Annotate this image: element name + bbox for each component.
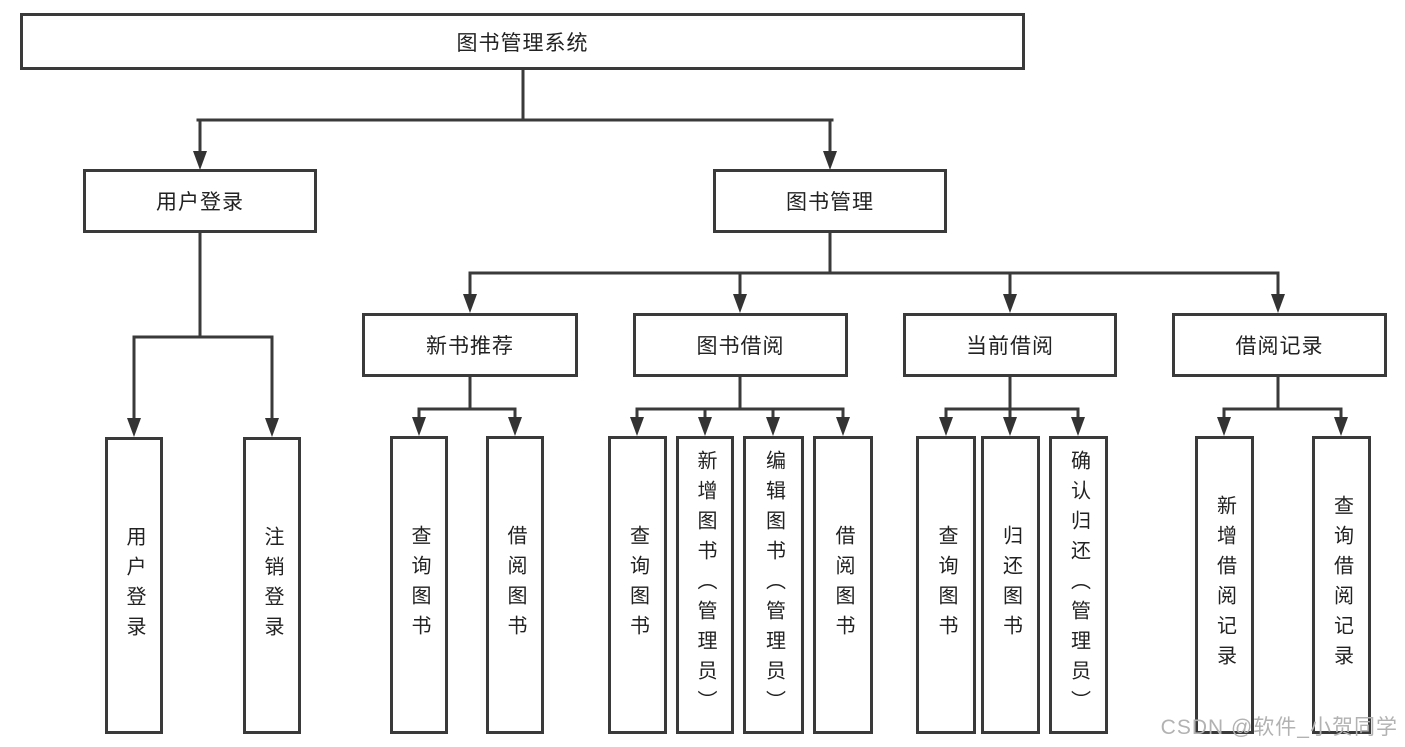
csdn-watermark: CSDN @软件_小贺同学 xyxy=(1160,716,1398,739)
leaf-borrow-books-label: 借阅图书 xyxy=(832,525,854,645)
leaf-logout: 注销登录 xyxy=(243,437,301,734)
leaf-query-books-borrow: 查询图书 xyxy=(608,436,667,734)
leaf-query-books-recommend: 查询图书 xyxy=(390,436,448,734)
leaf-return-books-label: 归还图书 xyxy=(999,525,1022,645)
leaf-edit-books-admin: 编辑图书（管理员） xyxy=(743,436,804,734)
leaf-query-books-current: 查询图书 xyxy=(916,436,976,734)
leaf-borrow-books-recommend-label: 借阅图书 xyxy=(504,525,526,645)
leaf-add-borrow-record-label: 新增借阅记录 xyxy=(1213,495,1236,675)
node-book-borrow-label: 图书借阅 xyxy=(696,335,785,358)
leaf-return-books: 归还图书 xyxy=(981,436,1040,734)
node-user-login-label: 用户登录 xyxy=(156,191,244,214)
leaf-add-books-admin: 新增图书（管理员） xyxy=(676,436,734,734)
leaf-edit-books-admin-label: 编辑图书（管理员） xyxy=(762,450,785,720)
node-root-system: 图书管理系统 xyxy=(20,13,1025,70)
node-current-borrow: 当前借阅 xyxy=(903,313,1117,377)
leaf-add-books-admin-label: 新增图书（管理员） xyxy=(694,450,716,720)
leaf-query-books-current-label: 查询图书 xyxy=(935,525,957,645)
node-root-label: 图书管理系统 xyxy=(456,31,589,55)
leaf-query-borrow-record: 查询借阅记录 xyxy=(1312,436,1371,734)
leaf-user-login-label: 用户登录 xyxy=(123,525,145,646)
leaf-confirm-return-admin-label: 确认归还（管理员） xyxy=(1067,450,1090,720)
node-new-book-recommend: 新书推荐 xyxy=(362,313,578,377)
leaf-confirm-return-admin: 确认归还（管理员） xyxy=(1049,436,1108,734)
leaf-borrow-books: 借阅图书 xyxy=(813,436,873,734)
node-current-borrow-label: 当前借阅 xyxy=(966,335,1054,358)
node-book-borrow: 图书借阅 xyxy=(633,313,848,377)
node-new-book-recommend-label: 新书推荐 xyxy=(426,335,514,358)
leaf-user-login: 用户登录 xyxy=(105,437,163,734)
leaf-logout-label: 注销登录 xyxy=(261,525,283,646)
node-book-management-label: 图书管理 xyxy=(786,191,874,214)
node-user-login: 用户登录 xyxy=(83,169,317,233)
node-borrow-records: 借阅记录 xyxy=(1172,313,1387,377)
leaf-borrow-books-recommend: 借阅图书 xyxy=(486,436,544,734)
node-borrow-records-label: 借阅记录 xyxy=(1235,335,1324,358)
leaf-query-books-borrow-label: 查询图书 xyxy=(626,525,649,645)
leaf-query-books-recommend-label: 查询图书 xyxy=(408,525,430,645)
leaf-query-borrow-record-label: 查询借阅记录 xyxy=(1330,495,1353,675)
node-book-management: 图书管理 xyxy=(713,169,947,233)
leaf-add-borrow-record: 新增借阅记录 xyxy=(1195,436,1254,734)
